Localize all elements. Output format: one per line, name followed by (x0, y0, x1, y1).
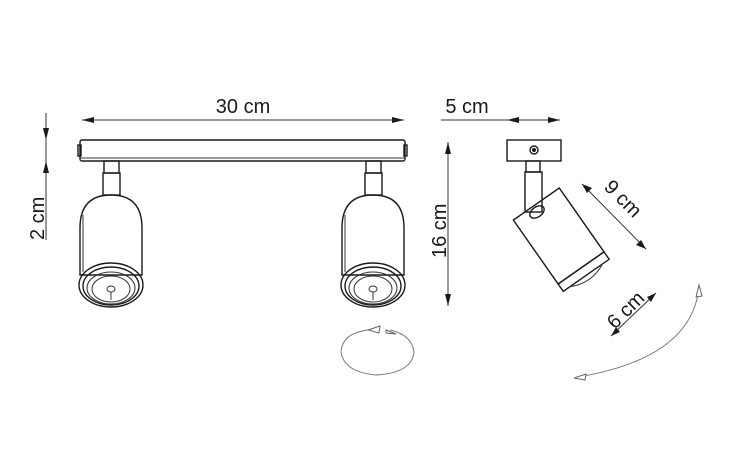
side-base (506, 139, 562, 162)
front-view: 30 cm (27, 96, 451, 376)
base-height-dimension: 2 cm (27, 113, 49, 240)
mounting-bar (77, 139, 408, 162)
side-view: 5 cm 9 cm (441, 96, 703, 381)
shade-diameter-dimension: 6 cm (603, 287, 657, 337)
base-height-label: 2 cm (27, 197, 49, 240)
width-dimension: 30 cm (82, 96, 404, 123)
width-label: 30 cm (216, 96, 270, 118)
height-dimension: 16 cm (429, 142, 451, 306)
tilt-indicator (573, 283, 703, 381)
shade-length-dimension: 9 cm (581, 176, 647, 250)
depth-label: 5 cm (445, 96, 488, 118)
depth-dimension: 5 cm (441, 96, 560, 123)
shade-length-label: 9 cm (599, 176, 645, 222)
spotlight-left (78, 160, 144, 308)
side-stem (524, 160, 545, 219)
tilted-shade (512, 187, 611, 293)
rotation-indicator (340, 325, 415, 376)
spotlight-right (340, 160, 406, 308)
height-label: 16 cm (429, 204, 451, 258)
shade-diameter-label: 6 cm (603, 287, 649, 333)
